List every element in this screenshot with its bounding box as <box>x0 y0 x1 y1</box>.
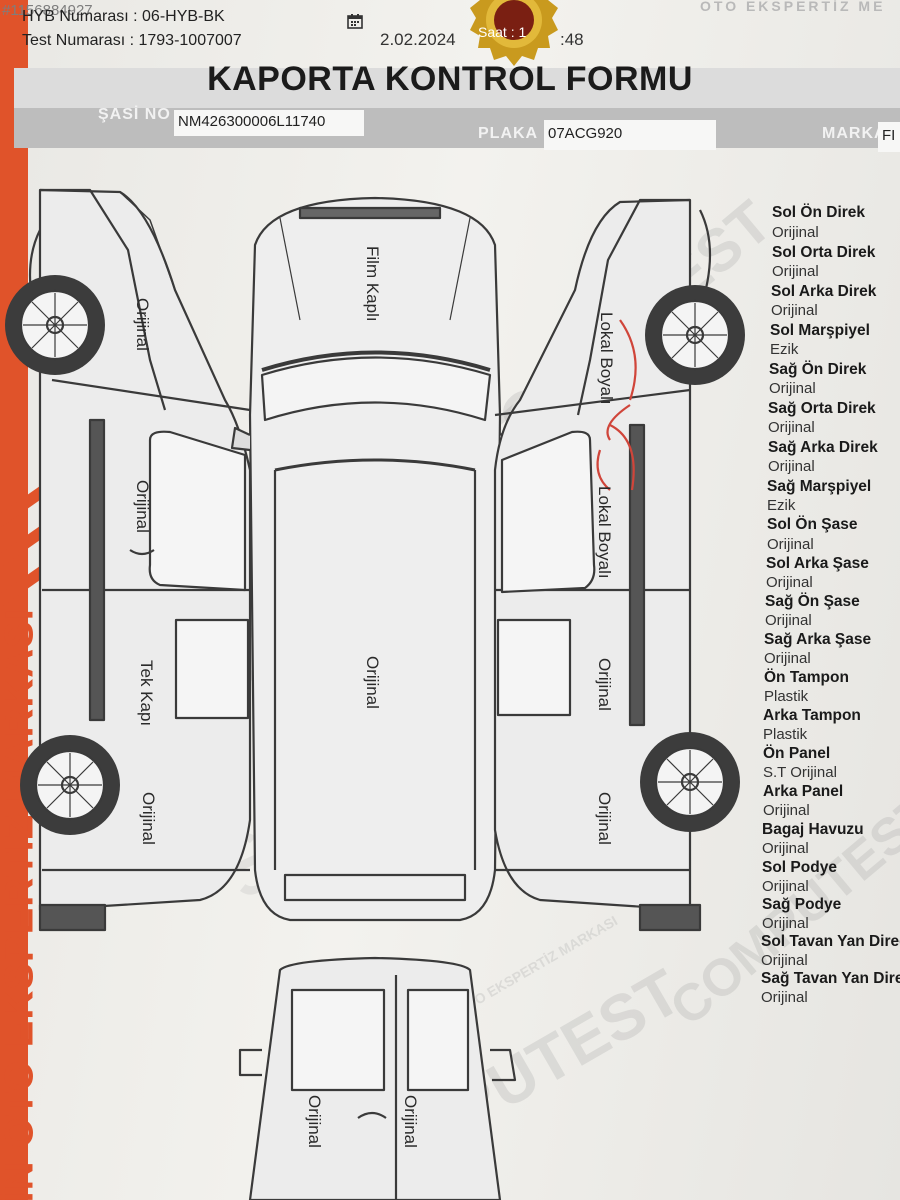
label-left-rear-quarter: Orijinal <box>139 792 158 845</box>
hyb-number: HYB Numarası : 06-HYB-BK <box>22 8 225 25</box>
brand-name: OTO EKSPERTİZ ME <box>700 0 886 14</box>
part-value: Orijinal <box>768 458 815 475</box>
part-value: Orijinal <box>762 878 809 895</box>
plate-label: PLAKA <box>478 125 539 142</box>
inspection-date: 2.02.2024 <box>380 30 456 50</box>
form-title: KAPORTA KONTROL FORMU <box>207 60 693 98</box>
time-label: Saat : 1 <box>478 24 527 40</box>
label-right-rear-door: Orijinal <box>595 658 614 711</box>
label-left-rear-door: Tek Kapı <box>137 660 156 727</box>
right-side-view <box>493 198 712 932</box>
part-label: Sol Podye <box>762 859 837 876</box>
part-label: Sağ Ön Direk <box>769 361 867 378</box>
label-left-front-door: Orijinal <box>133 480 152 533</box>
part-value: Orijinal <box>772 224 819 241</box>
chassis-value: NM426300006L11740 <box>174 110 364 136</box>
seal-icon <box>470 0 558 66</box>
make-label: MARKA <box>822 125 887 142</box>
part-label: Bagaj Havuzu <box>762 821 864 838</box>
test-number: Test Numarası : 1793-1007007 <box>22 32 242 49</box>
part-value: Orijinal <box>765 612 812 629</box>
part-value: Ezik <box>767 497 796 514</box>
part-value: Orijinal <box>761 989 808 1006</box>
left-rear-wheel <box>20 735 120 835</box>
info-band <box>14 108 900 148</box>
part-value: S.T Orijinal <box>763 764 837 781</box>
part-label: Arka Panel <box>763 783 844 800</box>
chassis-label: ŞASİ NO <box>98 106 171 123</box>
part-value: Orijinal <box>762 915 809 932</box>
part-value: Orijinal <box>767 536 814 553</box>
label-right-rear-quarter: Orijinal <box>595 792 614 845</box>
paint-marks <box>596 319 637 491</box>
part-label: Sağ Marşpiyel <box>767 478 872 495</box>
top-view <box>230 196 520 922</box>
make-value: FI <box>878 122 900 152</box>
part-label: Sağ Orta Direk <box>768 400 876 417</box>
part-value: Orijinal <box>766 574 813 591</box>
listing-id: #1156884927 <box>2 2 93 19</box>
time-value: :48 <box>560 30 584 49</box>
part-label: Sol Arka Şase <box>766 555 869 572</box>
part-value: Ezik <box>770 341 799 358</box>
vehicle-diagram <box>5 188 745 1200</box>
part-label: Sağ Ön Şase <box>765 593 860 610</box>
label-rear-left: Orijinal <box>305 1095 324 1148</box>
part-value: Orijinal <box>769 380 816 397</box>
part-value: Plastik <box>763 726 808 743</box>
part-label: Ön Tampon <box>764 669 849 686</box>
left-front-wheel <box>5 275 105 375</box>
part-value: Orijinal <box>772 263 819 280</box>
right-front-wheel <box>645 285 745 385</box>
part-label: Arka Tampon <box>763 707 861 724</box>
label-left-front-fender: Orijinal <box>133 298 152 351</box>
part-label: Sol Arka Direk <box>771 283 877 300</box>
part-value: Orijinal <box>762 840 809 857</box>
part-label: Sağ Arka Şase <box>764 631 872 648</box>
right-rear-wheel <box>640 732 740 832</box>
label-right-front-fender: Lokal Boyalı <box>597 312 616 405</box>
part-label: Sağ Arka Direk <box>768 439 878 456</box>
label-rear-right: Orijinal <box>401 1095 420 1148</box>
part-value: Orijinal <box>771 302 818 319</box>
part-value: Orijinal <box>763 802 810 819</box>
left-side-view <box>28 188 252 932</box>
part-label: Sol Marşpiyel <box>770 322 870 339</box>
part-value: Orijinal <box>761 952 808 969</box>
rear-view <box>238 956 517 1200</box>
label-roof: Orijinal <box>363 656 382 709</box>
part-value: Plastik <box>764 688 809 705</box>
part-label: Sol Orta Direk <box>772 244 876 261</box>
part-value: Orijinal <box>764 650 811 667</box>
date-value: 2.02.2024 <box>380 30 456 49</box>
calendar-icon <box>347 14 363 29</box>
part-label: Sol Ön Şase <box>767 516 858 533</box>
part-label: Ön Panel <box>763 745 831 762</box>
part-value: Orijinal <box>768 419 815 436</box>
part-label: Sol Tavan Yan Direği <box>761 933 900 950</box>
part-label: Sağ Tavan Yan Direği <box>761 970 900 987</box>
part-label: Sağ Podye <box>762 896 842 913</box>
label-hood: Film Kaplı <box>363 246 382 322</box>
plate-value: 07ACG920 <box>544 120 716 150</box>
part-label: Sol Ön Direk <box>772 204 866 221</box>
label-right-front-door: Lokal Boyalı <box>595 486 614 579</box>
